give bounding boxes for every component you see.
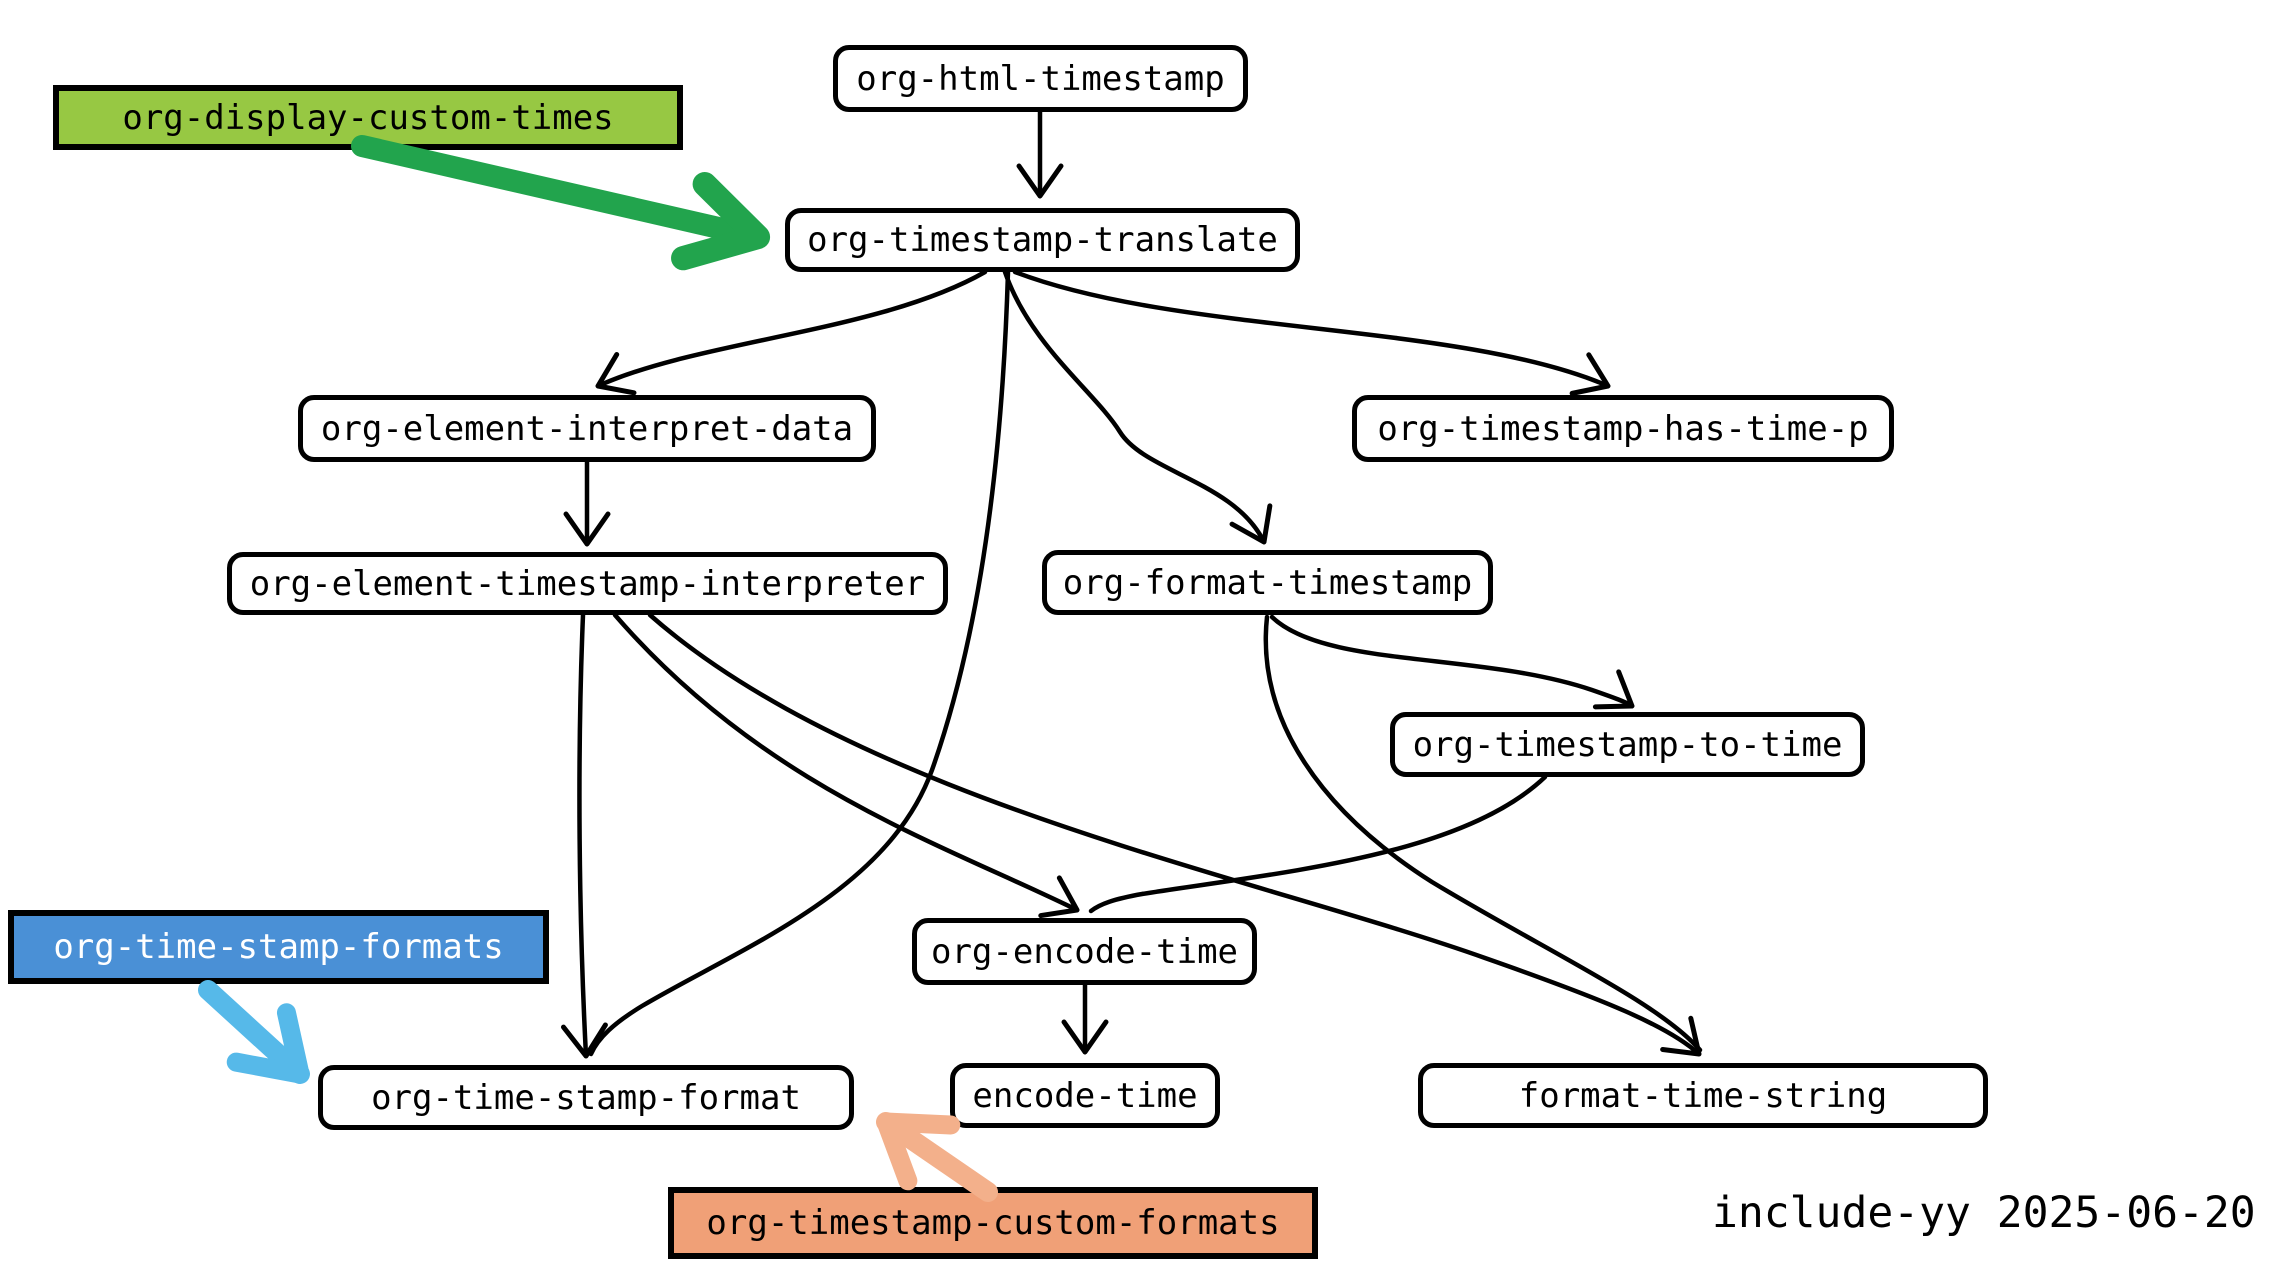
annotation-box-org-time-stamp-formats: org-time-stamp-formats — [8, 910, 549, 984]
annotation-box-org-display-custom-times: org-display-custom-times — [53, 85, 683, 150]
node-encode-time: encode-time — [950, 1063, 1220, 1128]
annotation-box-org-timestamp-custom-formats: org-timestamp-custom-formats — [668, 1187, 1318, 1259]
green-annotation-arrow — [351, 135, 771, 271]
node-format-time-string: format-time-string — [1418, 1063, 1988, 1128]
node-org-format-timestamp: org-format-timestamp — [1042, 550, 1493, 615]
node-org-timestamp-translate: org-timestamp-translate — [785, 208, 1300, 272]
edge-org-format-timestamp-to-org-timestamp-to-time — [1269, 614, 1635, 710]
edge-org-timestamp-translate-to-org-element-interpret-data — [595, 269, 988, 396]
edge-org-element-timestamp-interpreter-to-org-encode-time — [612, 612, 1080, 919]
node-org-timestamp-has-time-p: org-timestamp-has-time-p — [1352, 395, 1894, 462]
orange-annotation-arrow — [876, 1112, 998, 1202]
edge-org-element-timestamp-interpreter-to-org-time-stamp-format — [560, 612, 608, 1059]
node-org-time-stamp-format: org-time-stamp-format — [318, 1065, 854, 1130]
node-org-encode-time: org-encode-time — [912, 918, 1257, 985]
node-org-element-timestamp-interpreter: org-element-timestamp-interpreter — [227, 552, 948, 615]
edge-org-element-timestamp-interpreter-to-format-time-string — [647, 612, 1702, 1057]
caption-author-date: include-yy 2025-06-20 — [1712, 1188, 2256, 1238]
blue-annotation-arrow — [198, 980, 310, 1084]
node-org-html-timestamp: org-html-timestamp — [833, 45, 1248, 112]
edge-org-timestamp-translate-to-org-timestamp-has-time-p — [1012, 269, 1611, 396]
node-org-timestamp-to-time: org-timestamp-to-time — [1390, 712, 1865, 777]
edge-org-timestamp-translate-to-org-format-timestamp — [1002, 269, 1273, 545]
edge-org-timestamp-to-time-to-org-encode-time — [1088, 774, 1548, 914]
edge-org-format-timestamp-to-format-time-string — [1263, 614, 1703, 1053]
node-org-element-interpret-data: org-element-interpret-data — [298, 395, 876, 462]
